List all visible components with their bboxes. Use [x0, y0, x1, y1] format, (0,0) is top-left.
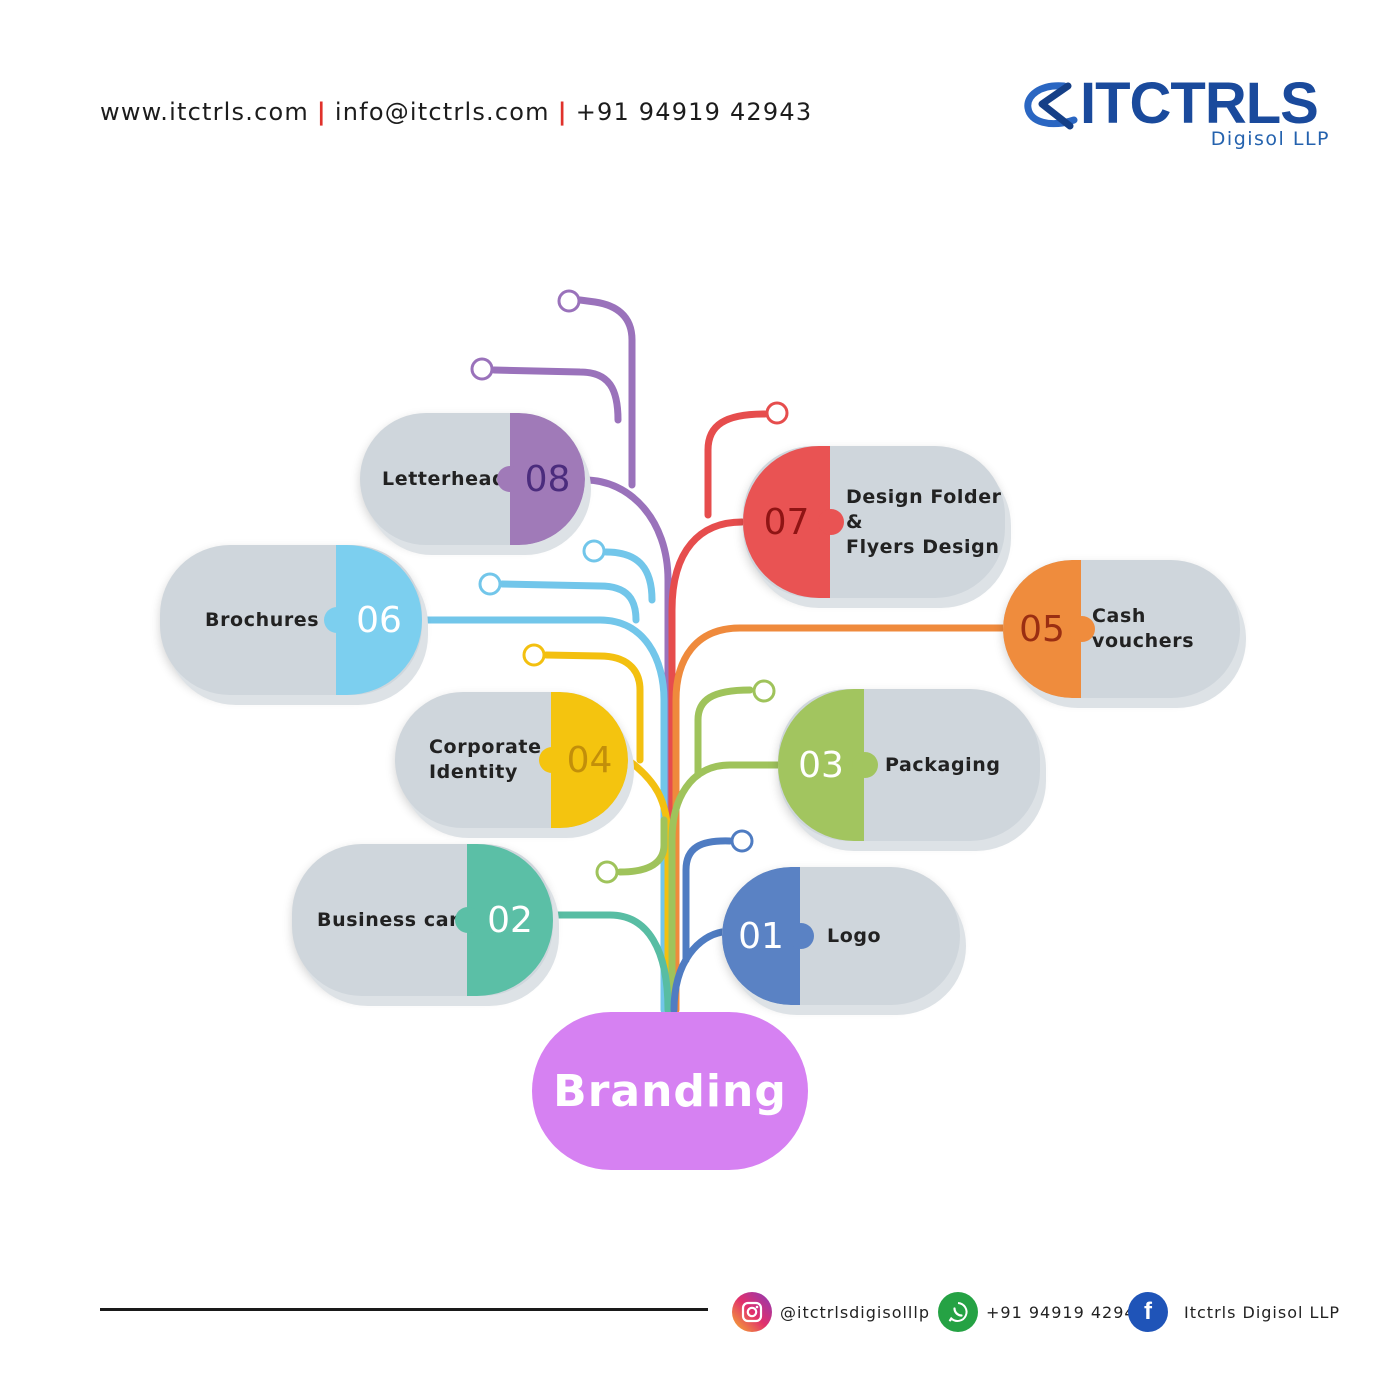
branch-line-08	[581, 476, 672, 1014]
branch-line-08-twig	[490, 366, 622, 424]
branch-line-06-twig	[602, 548, 656, 604]
branch-label-04: Corporate Identity	[429, 736, 542, 783]
branch-label-01: Logo	[827, 924, 882, 947]
branch-node-08: 08 Letterheads	[360, 413, 585, 545]
instagram-text: @itctrlsdigisolllp	[780, 1302, 930, 1322]
branch-line-01	[670, 928, 726, 1014]
branch-node-02: 02 Business card	[292, 844, 553, 996]
branch-label-07: Design Folder & Flyers Design	[846, 485, 1002, 558]
branch-label-03: Packaging	[885, 753, 1001, 776]
branch-line-03	[668, 761, 784, 1014]
branch-label-06: Brochures	[205, 608, 320, 631]
email-link[interactable]: info@itctrls.com	[334, 98, 550, 126]
branch-label-08: Letterheads	[382, 467, 519, 490]
branch-end-dot	[752, 679, 776, 703]
instagram-handle[interactable]: @itctrlsdigisolllp	[732, 1292, 930, 1332]
branch-node-04: 04 Corporate Identity	[395, 692, 628, 828]
branch-end-dot	[765, 401, 789, 425]
branch-end-dot	[522, 643, 546, 667]
logo-swoosh-icon	[1024, 82, 1078, 130]
branch-line-01-twig	[682, 837, 734, 964]
branch-line-04-twig	[542, 651, 644, 764]
brand-sub: Digisol LLP	[1210, 128, 1330, 150]
branch-node-01: 01 Logo	[722, 867, 960, 1005]
branch-node-05: 05 Cash vouchers	[1003, 560, 1240, 698]
branch-notch	[818, 509, 844, 535]
instagram-icon	[732, 1292, 772, 1332]
branch-end-dot	[557, 289, 581, 313]
brand-name: ITCTRLS	[1080, 71, 1319, 136]
branch-line-07	[668, 518, 746, 1014]
footer-divider	[100, 1308, 708, 1311]
branch-notch	[1069, 616, 1095, 642]
branch-notch	[852, 752, 878, 778]
whatsapp-contact[interactable]: +91 94919 42943	[938, 1292, 1147, 1332]
branch-label-02: Business card	[317, 908, 474, 931]
branch-notch	[324, 607, 350, 633]
facebook-page[interactable]: f Itctrls Digisol LLP	[1128, 1292, 1340, 1332]
facebook-icon: f	[1128, 1292, 1168, 1332]
contact-bar: www.itctrls.com|info@itctrls.com|+91 949…	[100, 98, 812, 126]
branch-notch	[539, 747, 565, 773]
branch-line-02	[549, 911, 672, 1014]
brand-logo[interactable]: ITCTRLS Digisol LLP	[1020, 71, 1332, 156]
branch-label-05: Cash vouchers	[1092, 605, 1195, 652]
branch-line-08-twig	[576, 296, 636, 489]
phone-link[interactable]: +91 94919 42943	[575, 98, 813, 126]
branch-line-05	[672, 624, 1007, 1014]
branch-line-03-twig	[616, 816, 668, 876]
separator: |	[316, 98, 327, 126]
branch-line-06-twig	[498, 580, 640, 624]
branch-line-04	[624, 756, 672, 1014]
branch-end-dot	[595, 860, 619, 884]
root-node-branding: Branding	[532, 1012, 808, 1170]
branch-notch	[497, 466, 523, 492]
branch-node-03: 03 Packaging	[778, 689, 1040, 841]
website-link[interactable]: www.itctrls.com	[100, 98, 309, 126]
branch-node-06: 06 Brochures	[160, 545, 422, 695]
branch-end-dot	[470, 357, 494, 381]
branch-node-07: 07 Design Folder & Flyers Design	[743, 446, 1005, 598]
branch-end-dot	[730, 829, 754, 853]
branch-line-07-twig	[704, 410, 769, 519]
branch-notch	[788, 923, 814, 949]
whatsapp-text: +91 94919 42943	[986, 1302, 1147, 1322]
branch-line-03-twig	[694, 686, 754, 779]
branch-notch	[455, 907, 481, 933]
facebook-text: Itctrls Digisol LLP	[1184, 1302, 1341, 1322]
branch-line-06	[418, 616, 668, 1014]
separator: |	[557, 98, 568, 126]
branch-end-dot	[582, 539, 606, 563]
whatsapp-icon	[938, 1292, 978, 1332]
branch-end-dot	[478, 572, 502, 596]
